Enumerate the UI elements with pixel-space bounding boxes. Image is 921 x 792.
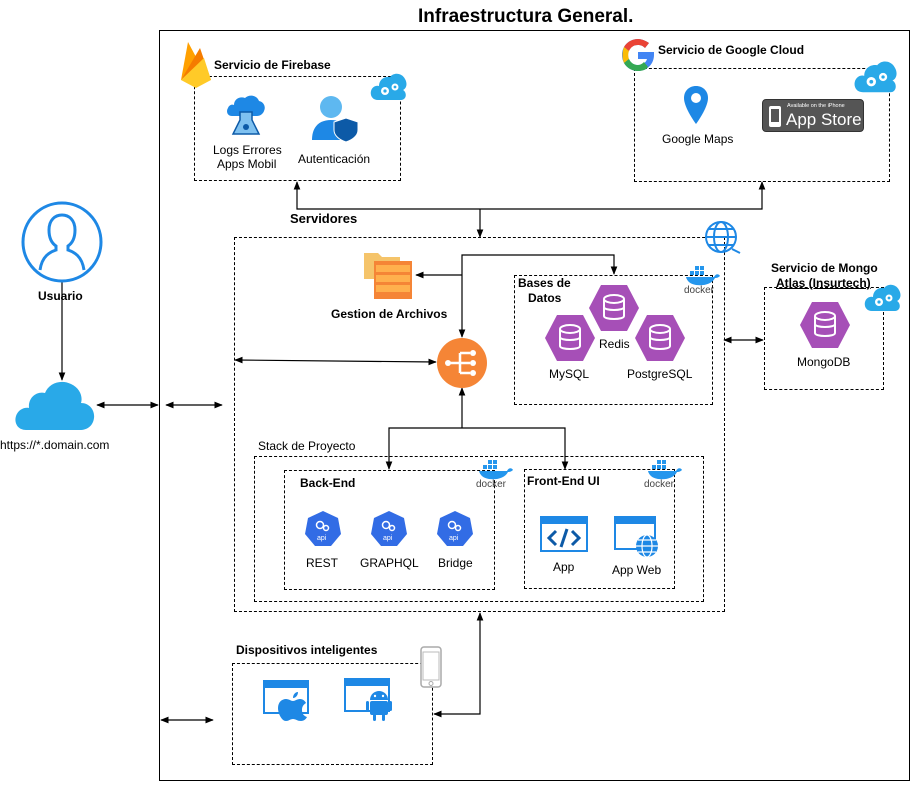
cloud-gear-icon — [854, 61, 897, 93]
docker-label: docker — [644, 479, 675, 490]
logs-label-1: Logs Errores — [213, 143, 282, 157]
link-hub-databases — [458, 254, 618, 338]
load-balancer-icon — [437, 338, 487, 388]
mongodb-label: MongoDB — [797, 355, 851, 369]
redis-label: Redis — [599, 337, 630, 351]
code-window-icon — [540, 516, 588, 552]
mysql-db-icon — [545, 315, 595, 361]
link-servers-devices — [433, 612, 484, 718]
android-app-icon — [344, 678, 392, 721]
user-icon — [21, 201, 103, 283]
logs-label-2: Apps Mobil — [217, 157, 277, 171]
graphql-api-text: api — [383, 535, 393, 542]
frontend-group — [524, 469, 675, 589]
app-store-big-text: App Store — [786, 110, 862, 129]
graphql-api-icon — [371, 511, 407, 546]
backend-title: Back-End — [300, 476, 356, 490]
authentication-label: Autenticación — [298, 152, 371, 166]
rest-api-text: api — [317, 535, 327, 542]
frontend-title: Front-End UI — [527, 474, 600, 488]
mysql-label: MySQL — [549, 367, 590, 381]
bridge-label: Bridge — [438, 556, 473, 570]
redis-db-icon — [589, 285, 639, 331]
docker-label: docker — [684, 285, 715, 296]
firebase-group — [194, 76, 401, 181]
link-firebase-gcloud — [293, 181, 766, 210]
internet-label: https://*.domain.com — [0, 438, 110, 452]
apple-app-icon — [263, 680, 309, 721]
devices-title: Dispositivos inteligentes — [236, 643, 378, 657]
google-icon — [622, 39, 654, 71]
mongo-group — [764, 287, 884, 390]
docker-label: docker — [476, 479, 507, 490]
logs-errors-icon — [227, 95, 265, 135]
mongodb-icon — [800, 302, 850, 348]
bridge-api-text: api — [449, 535, 459, 542]
stack-group — [254, 456, 704, 602]
databases-title-1: Bases de — [518, 276, 571, 290]
appweb-label: App Web — [612, 563, 662, 577]
link-hub-left — [234, 356, 437, 366]
app-store-small-text: Available on the iPhone — [787, 103, 845, 109]
postgres-label: PostgreSQL — [627, 367, 693, 381]
cloud-gear-icon — [370, 73, 407, 100]
docker-icon — [479, 460, 513, 480]
firebase-title: Servicio de Firebase — [214, 58, 331, 72]
docker-icon — [648, 460, 682, 480]
app-label: App — [553, 560, 575, 574]
firebase-icon — [181, 42, 211, 88]
files-label: Gestion de Archivos — [331, 307, 448, 321]
app-store-badge: Available on the iPhone App Store — [762, 99, 864, 132]
docker-icon — [686, 266, 720, 286]
user-label: Usuario — [38, 289, 83, 303]
rest-label: REST — [306, 556, 339, 570]
mongo-title-1: Servicio de Mongo — [771, 261, 878, 275]
gcloud-title: Servicio de Google Cloud — [658, 43, 805, 57]
bridge-api-icon — [437, 511, 473, 546]
folder-server-icon — [364, 253, 412, 299]
mongo-title-2: Atlas (Insurtech) — [776, 276, 871, 290]
google-maps-label: Google Maps — [662, 132, 734, 146]
map-pin-icon — [684, 86, 708, 124]
link-hub-backend — [385, 427, 569, 470]
smartphone-icon — [420, 646, 442, 688]
authentication-icon — [312, 96, 359, 142]
databases-title-2: Datos — [528, 291, 562, 305]
rest-api-icon — [305, 511, 341, 546]
cloud-gear-icon — [864, 284, 901, 311]
backend-group — [284, 470, 495, 590]
globe-icon — [705, 221, 741, 254]
diagram-title: Infraestructura General. — [418, 6, 634, 27]
devices-group — [232, 663, 433, 765]
servers-title: Servidores — [290, 211, 358, 226]
graphql-label: GRAPHQL — [360, 556, 419, 570]
phone-icon — [769, 106, 781, 127]
web-app-icon — [614, 516, 658, 558]
postgres-db-icon — [635, 315, 685, 361]
stack-title: Stack de Proyecto — [258, 439, 356, 453]
cloud-icon — [15, 381, 95, 430]
infrastructure-frame — [159, 30, 910, 781]
